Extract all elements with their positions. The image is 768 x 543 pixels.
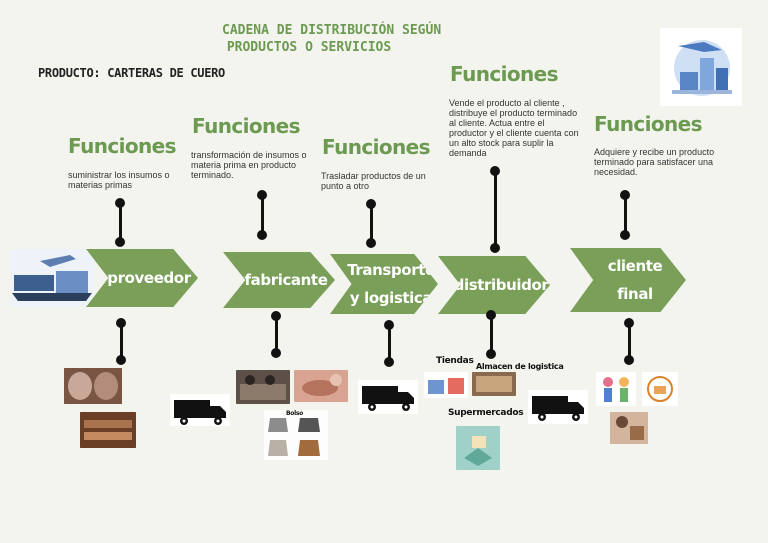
factory-workers-image bbox=[236, 370, 290, 404]
stage-label-proveedor: proveedor bbox=[107, 269, 191, 287]
supermercados-label: Supermercados bbox=[448, 408, 524, 418]
connector-dot bbox=[366, 238, 376, 248]
handbags-image: Bolso bbox=[264, 410, 328, 460]
connector-line bbox=[119, 323, 123, 359]
connector-dot bbox=[115, 237, 125, 247]
stage-label-cliente-line-2: final bbox=[617, 285, 653, 303]
stage-label-distribuidor: distribuidor bbox=[453, 276, 549, 294]
functions-title-distribuidor: Funciones bbox=[450, 62, 559, 86]
customer-receiving-image bbox=[610, 412, 648, 444]
supermarket-image bbox=[456, 426, 500, 470]
truck-icon bbox=[528, 390, 588, 424]
stage-label-cliente: cliente final bbox=[594, 252, 663, 308]
functions-title-fabricante: Funciones bbox=[192, 114, 301, 138]
connector-line bbox=[489, 315, 493, 353]
connector-dot bbox=[490, 243, 500, 253]
functions-title-proveedor: Funciones bbox=[68, 134, 177, 158]
title: CADENA DE DISTRIBUCIÓN SEGÚN PRODUCTOS O… bbox=[222, 22, 442, 56]
stage-arrow-fabricante: fabricante bbox=[223, 252, 335, 308]
title-line-1: CADENA DE DISTRIBUCIÓN SEGÚN bbox=[222, 23, 442, 38]
bolso-label: Bolso bbox=[286, 410, 303, 417]
connector-line bbox=[260, 195, 264, 233]
connector-dot bbox=[620, 230, 630, 240]
truck-icon bbox=[358, 380, 418, 414]
connector-line bbox=[623, 195, 627, 233]
connector-line bbox=[369, 204, 373, 242]
product-label: PRODUCTO: CARTERAS DE CUERO bbox=[38, 66, 225, 80]
connector-dot bbox=[624, 355, 634, 365]
stage-label-transporte-line-2: y logistica bbox=[349, 289, 433, 307]
leather-hides-image bbox=[64, 368, 122, 404]
stage-arrow-transporte: Transporte y logistica bbox=[330, 254, 438, 314]
customers-image bbox=[596, 372, 636, 406]
cargo-transport-image bbox=[10, 249, 94, 307]
description-cliente: Adquiere y recibe un producto terminado … bbox=[594, 147, 715, 177]
logistics-illustration bbox=[660, 28, 742, 106]
connector-line bbox=[274, 316, 278, 352]
description-fabricante: transformación de insumos o materia prim… bbox=[191, 150, 307, 180]
connector-dot bbox=[384, 357, 394, 367]
connector-line bbox=[493, 171, 497, 247]
connector-line bbox=[387, 325, 391, 361]
connector-dot bbox=[257, 230, 267, 240]
tiendas-label: Tiendas bbox=[436, 356, 474, 366]
stage-label-cliente-line-1: cliente bbox=[607, 257, 663, 275]
functions-title-cliente: Funciones bbox=[594, 112, 703, 136]
leather-crafting-image bbox=[294, 370, 348, 402]
functions-title-transporte: Funciones bbox=[322, 135, 431, 159]
description-transporte: Trasladar productos de un punto a otro bbox=[321, 171, 426, 191]
shopping-icon-image bbox=[642, 372, 678, 406]
almacen-label: Almacen de logistica bbox=[476, 362, 564, 371]
description-proveedor: suministrar los insumos o materias prima… bbox=[68, 170, 170, 190]
stage-label-transporte: Transporte y logistica bbox=[333, 256, 435, 312]
truck-icon bbox=[170, 394, 230, 426]
connector-dot bbox=[271, 348, 281, 358]
stage-label-transporte-line-1: Transporte bbox=[347, 261, 435, 279]
connector-dot bbox=[486, 349, 496, 359]
stage-arrow-distribuidor: distribuidor bbox=[438, 256, 550, 314]
title-line-2: PRODUCTOS O SERVICIOS bbox=[226, 40, 392, 55]
stage-arrow-cliente: cliente final bbox=[570, 248, 686, 312]
stores-image bbox=[424, 372, 468, 398]
connector-line bbox=[627, 323, 631, 359]
stage-label-fabricante: fabricante bbox=[244, 271, 328, 289]
stage-arrow-proveedor: proveedor bbox=[86, 249, 198, 307]
connector-line bbox=[118, 203, 122, 241]
connector-dot bbox=[116, 355, 126, 365]
leather-rolls-image bbox=[80, 412, 136, 448]
description-distribuidor: Vende el producto al cliente , distribuy… bbox=[449, 98, 579, 158]
warehouse-image bbox=[472, 372, 516, 396]
